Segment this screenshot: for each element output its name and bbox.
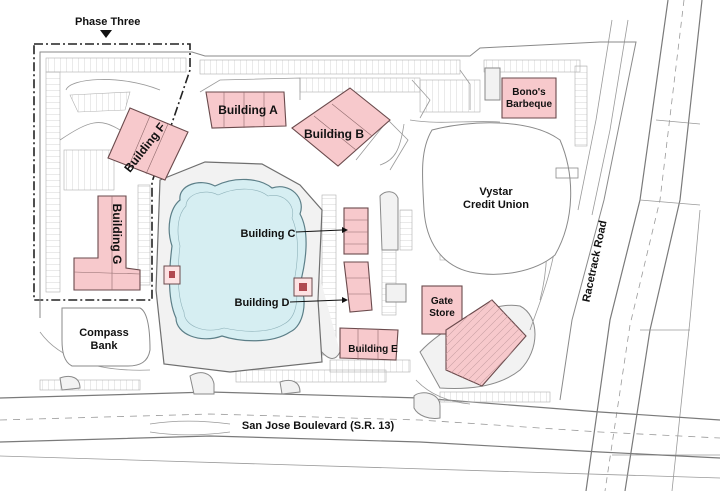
site-boundary: [39, 41, 637, 401]
racetrack-road-label: Racetrack Road: [581, 219, 610, 303]
building-d-footprint: [343, 261, 373, 313]
building-g-footprint: [73, 195, 141, 291]
compass-bank-label-line1: Compass: [79, 327, 129, 339]
building-c-arrow-icon: [342, 227, 348, 233]
phase-three-label: Phase Three: [75, 16, 140, 28]
building-c-label: Building C: [241, 228, 296, 240]
building-f-footprint: [107, 107, 189, 181]
vystar-pad: [421, 122, 572, 275]
bonos-label-line2: Barbeque: [506, 99, 553, 110]
building-c-footprint: [343, 207, 369, 255]
drive-thru-canopy: [555, 167, 579, 179]
building-b-footprint: [291, 87, 391, 167]
gate-store-label-line2: Store: [429, 308, 455, 319]
building-d-arrow-icon: [342, 297, 348, 303]
bonos-label-line1: Bono's: [512, 87, 546, 98]
bonos-footprint: [501, 77, 557, 119]
san-jose-boulevard-label: San Jose Boulevard (S.R. 13): [242, 420, 395, 432]
phase-three-arrow-icon: [100, 30, 112, 38]
gate-store-label-line1: Gate: [431, 296, 454, 307]
building-c-leader: [295, 229, 343, 233]
vystar-label-line1: Vystar: [479, 186, 513, 198]
building-e-footprint: [339, 327, 399, 361]
building-d-label: Building D: [235, 297, 290, 309]
vystar-label-line2: Credit Union: [463, 199, 529, 211]
building-a-footprint: [205, 91, 287, 129]
building-e-label: Building E: [348, 344, 398, 355]
building-b-label: Building B: [304, 127, 364, 141]
central-pond: [155, 161, 323, 373]
retail-southeast-footprint: [445, 299, 527, 387]
building-a-label: Building A: [218, 103, 278, 117]
compass-bank-label-line2: Bank: [91, 340, 119, 352]
compass-bank-pad: [61, 307, 151, 367]
phase-three-boundary: [33, 43, 191, 301]
racetrack-road: [577, 0, 720, 492]
san-jose-boulevard: [0, 391, 720, 479]
building-g-label: Building G: [110, 204, 124, 265]
building-d-leader: [289, 299, 343, 303]
